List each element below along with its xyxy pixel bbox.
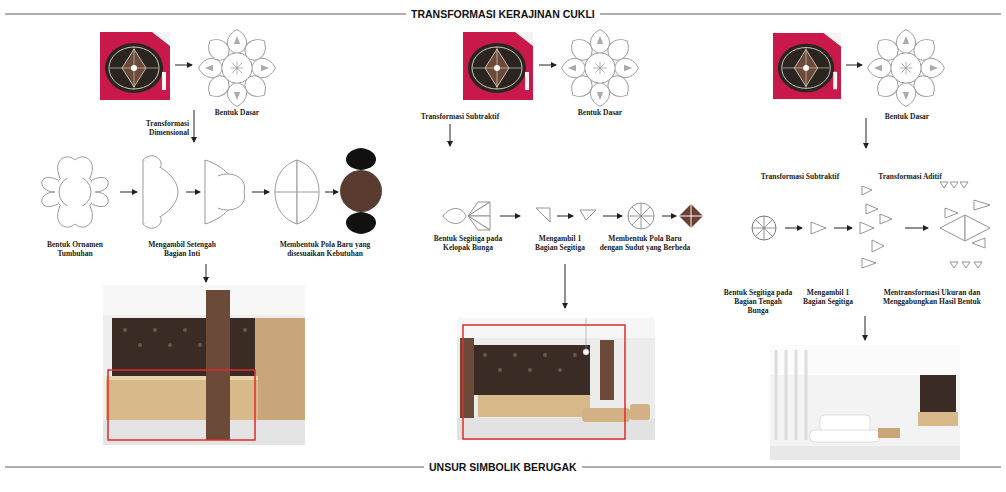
caption: Transformasi Subtraktif: [759, 172, 841, 181]
caption: Bentuk Segitiga pada Bagian Tengah Bunga: [723, 288, 793, 315]
caption: Mentransformasi Ukuran dan Menggabungkan…: [882, 288, 982, 306]
caption: Bentuk Dasar: [876, 112, 938, 121]
caption: Mengambil 1 Bagian Segitiga: [800, 288, 856, 306]
caption: Bentuk Ornamen Tumbuhan: [44, 240, 106, 258]
caption: Membentuk Pola Baru dengan Sudut yang Be…: [599, 234, 691, 252]
caption: Transformasi Subtraktif: [417, 112, 503, 121]
caption: Transformasi Dimensional: [105, 119, 189, 137]
caption: Bentuk Segitiga pada Kelopak Bunga: [432, 234, 504, 252]
caption: Mengambil 1 Bagian Segitiga: [530, 234, 590, 252]
caption: Bentuk Dasar: [569, 108, 631, 117]
caption: Membentuk Pola Baru yang disesuaikan Keb…: [270, 240, 380, 258]
caption: Mengambil Setengah Bagian Inti: [144, 240, 220, 258]
caption: Bentuk Dasar: [206, 108, 268, 117]
section-heading: UNSUR SIMBOLIK BERUGAK: [424, 461, 582, 474]
caption: Transformasi Aditif: [869, 172, 951, 181]
section-heading: TRANSFORMASI KERAJINAN CUKLI: [406, 8, 600, 21]
